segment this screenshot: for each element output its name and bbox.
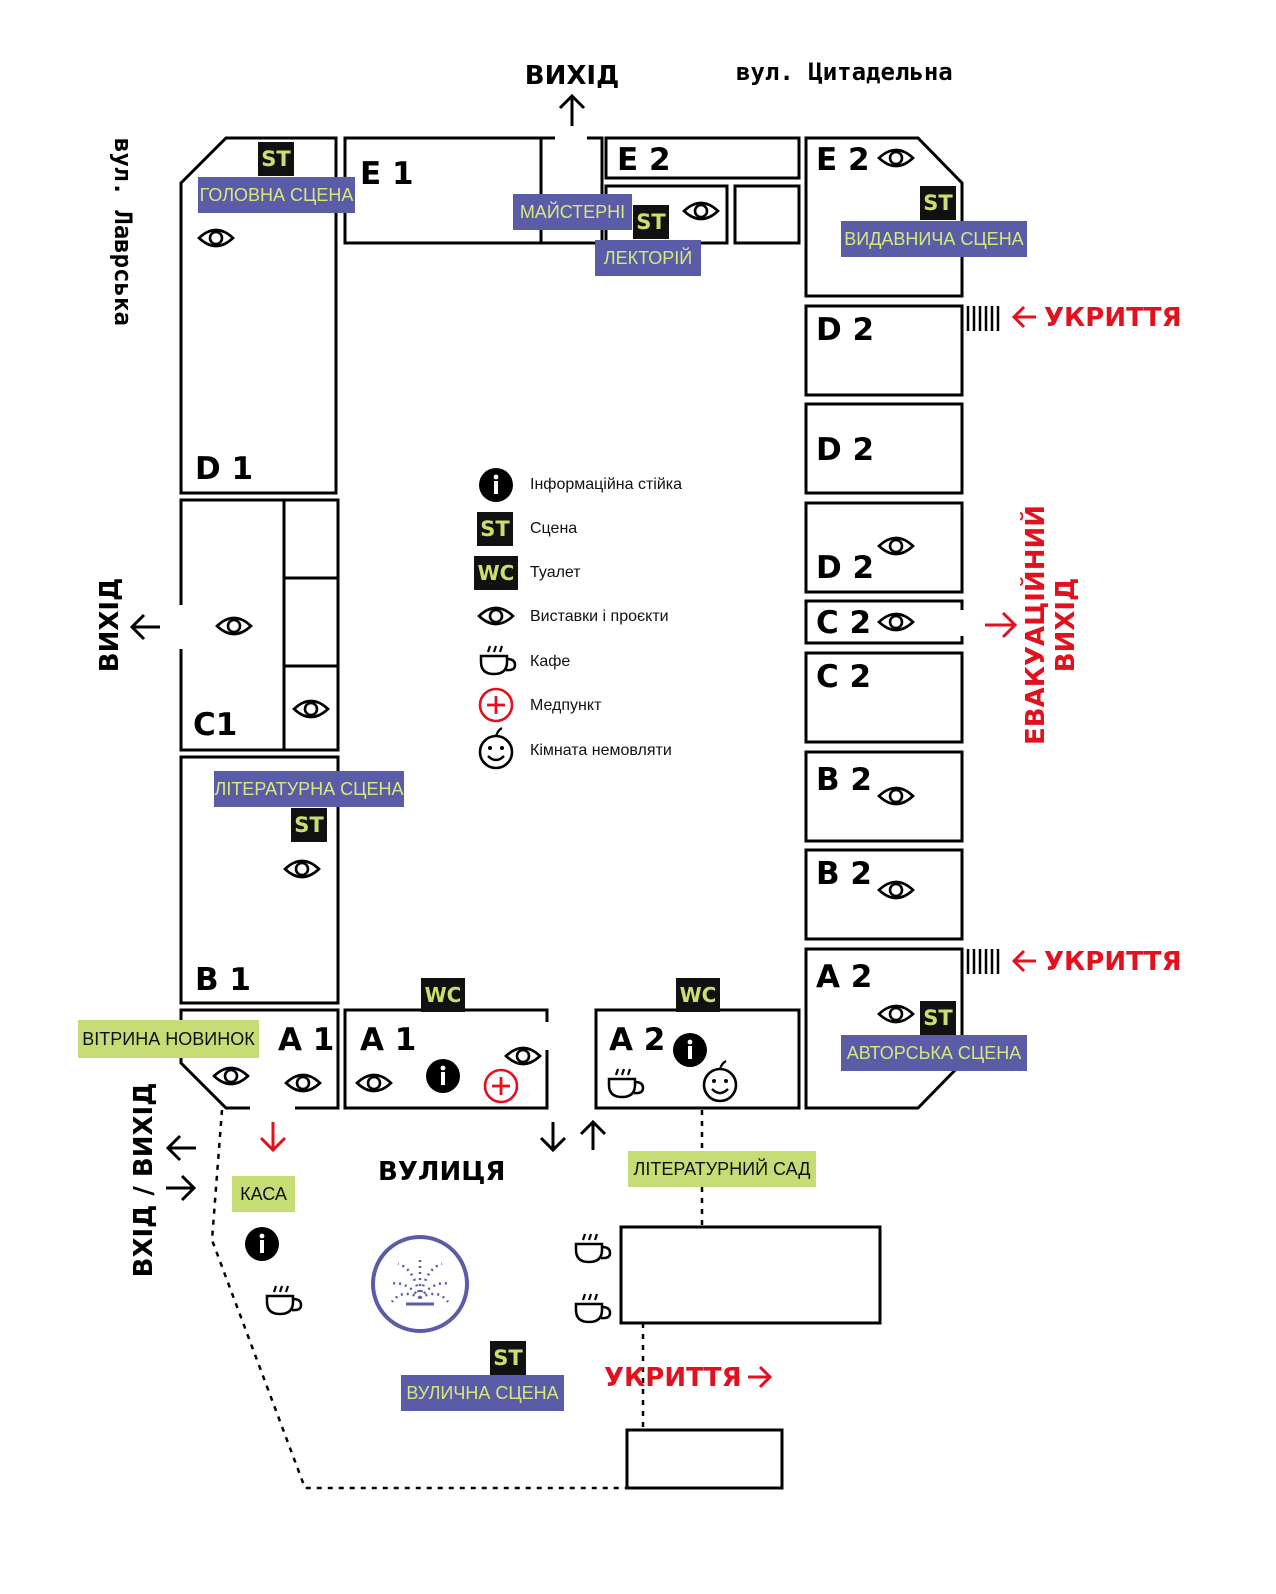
baby-room-icon	[478, 726, 514, 770]
room-d1-outline	[179, 136, 338, 495]
cafe-icon	[265, 1284, 303, 1316]
room-label-d1: D 1	[195, 451, 253, 487]
room-c2-2-outline	[804, 651, 964, 744]
venue-authors-stage: АВТОРСЬКА СЦЕНА	[841, 1035, 1027, 1071]
legend-stage-label: Сцена	[530, 520, 578, 537]
info-icon	[426, 1059, 460, 1093]
room-d2-1-outline	[804, 304, 964, 397]
room-label-d2-2: D 2	[816, 432, 874, 468]
room-label-e2-top: E 2	[617, 142, 671, 178]
shelter-building	[625, 1428, 784, 1490]
stage-badge: ST	[920, 186, 956, 220]
room-label-c1: C1	[193, 707, 237, 743]
legend-baby-room-label: Кімната немовляти	[530, 742, 672, 759]
evacuation-exit-line2: ВИХІД	[1051, 578, 1081, 672]
cafe-icon	[479, 644, 517, 676]
exit-label-top: ВИХІД	[525, 61, 619, 91]
room-label-a1-left: A 1	[278, 1022, 334, 1058]
room-e2-top-outline	[604, 136, 801, 180]
room-b2-1-outline	[804, 750, 964, 843]
room-label-c2-1: C 2	[816, 605, 871, 641]
stage-badge: ST	[291, 808, 327, 842]
room-label-b2-1: B 2	[816, 762, 872, 798]
arrow-right-icon	[166, 1174, 197, 1202]
room-d2-3-outline	[804, 501, 964, 594]
arrow-up-icon	[558, 93, 586, 126]
shelter-label-top: УКРИТТЯ	[1044, 303, 1182, 333]
fountain-icon	[371, 1235, 469, 1333]
eye-icon	[477, 606, 515, 626]
venue-street-stage: ВУЛИЧНА СЦЕНА	[401, 1375, 564, 1411]
room-a1-mid-outline	[343, 1008, 549, 1110]
room-label-d2-1: D 2	[816, 312, 874, 348]
room-label-a1-mid: A 1	[360, 1022, 416, 1058]
arrow-up-icon	[579, 1119, 607, 1150]
shelter-stripes-top	[966, 306, 1000, 331]
arrow-left-red-icon	[1011, 949, 1036, 973]
venue-main-stage: ГОЛОВНА СЦЕНА	[198, 177, 355, 213]
stage-badge: ST	[633, 205, 669, 239]
room-label-c2-2: C 2	[816, 659, 871, 695]
room-label-a2-right: A 2	[816, 959, 872, 995]
stage-badge: ST	[920, 1001, 956, 1035]
legend-toilet-label: Туалет	[530, 564, 581, 581]
exit-label-left: ВИХІД	[95, 578, 125, 672]
venue-publishing-stage: ВИДАВНИЧА СЦЕНА	[841, 221, 1027, 257]
room-label-d2-3: D 2	[816, 550, 874, 586]
area-ticket-office: КАСА	[232, 1176, 295, 1212]
arrow-right-red-icon	[748, 1365, 773, 1389]
venue-lecture-hall: ЛЕКТОРІЙ	[595, 240, 701, 276]
room-label-e1: E 1	[360, 156, 414, 192]
street-area-label: ВУЛИЦЯ	[378, 1157, 505, 1187]
cafe-icon	[574, 1232, 612, 1264]
evacuation-exit-line1: ЕВАКУАЦІЙНИЙ	[1019, 505, 1051, 745]
legend-info-label: Інформаційна стійка	[530, 476, 683, 493]
street-label-left: вул. Лаврська	[109, 138, 137, 326]
medical-icon	[478, 687, 514, 723]
info-icon	[673, 1033, 707, 1067]
arrow-left-red-icon	[1011, 305, 1036, 329]
info-icon	[479, 468, 513, 502]
legend-exhibitions-label: Виставки і проєкти	[530, 608, 669, 625]
exit-label-bottom-left: ВХІД / ВИХІД	[129, 1083, 159, 1278]
info-icon	[245, 1227, 279, 1261]
legend-medical-label: Медпункт	[530, 697, 602, 714]
room-label-b1: B 1	[195, 962, 251, 998]
room-c1-outline	[179, 498, 340, 752]
toilet-badge: WC	[421, 978, 465, 1012]
legend-cafe-label: Кафе	[530, 653, 571, 670]
venue-workshops: МАЙСТЕРНІ	[513, 194, 632, 230]
stage-badge: ST	[258, 142, 294, 176]
area-new-releases: ВІТРИНА НОВИНОК	[78, 1020, 259, 1058]
venue-literary-stage: ЛІТЕРАТУРНА СЦЕНА	[214, 771, 404, 807]
room-c2-1-outline	[804, 599, 964, 645]
legend-toilet-icon: WC	[474, 556, 518, 590]
street-label-top: вул. Цитадельна	[736, 58, 953, 86]
shelter-label-garden: УКРИТТЯ	[604, 1363, 742, 1393]
garden-pavilion	[619, 1225, 882, 1325]
stage-badge: ST	[490, 1341, 526, 1375]
room-label-e2-corner: E 2	[816, 142, 870, 178]
arrow-left-icon	[129, 613, 160, 641]
shelter-label-bottom: УКРИТТЯ	[1044, 947, 1182, 977]
toilet-badge: WC	[676, 978, 720, 1012]
cafe-icon	[574, 1292, 612, 1324]
room-label-a2-mid: A 2	[609, 1022, 665, 1058]
room-d2-2-outline	[804, 402, 964, 495]
room-label-b2-2: B 2	[816, 856, 872, 892]
shelter-stripes-bottom	[966, 949, 1000, 974]
arrow-right-red-icon	[985, 611, 1018, 639]
arrow-down-red-icon	[259, 1122, 287, 1153]
arrow-down-icon	[539, 1122, 567, 1153]
arrow-left-icon	[165, 1134, 196, 1162]
legend-stage-icon: ST	[477, 512, 513, 546]
area-literary-garden: ЛІТЕРАТУРНИЙ САД	[628, 1151, 816, 1187]
